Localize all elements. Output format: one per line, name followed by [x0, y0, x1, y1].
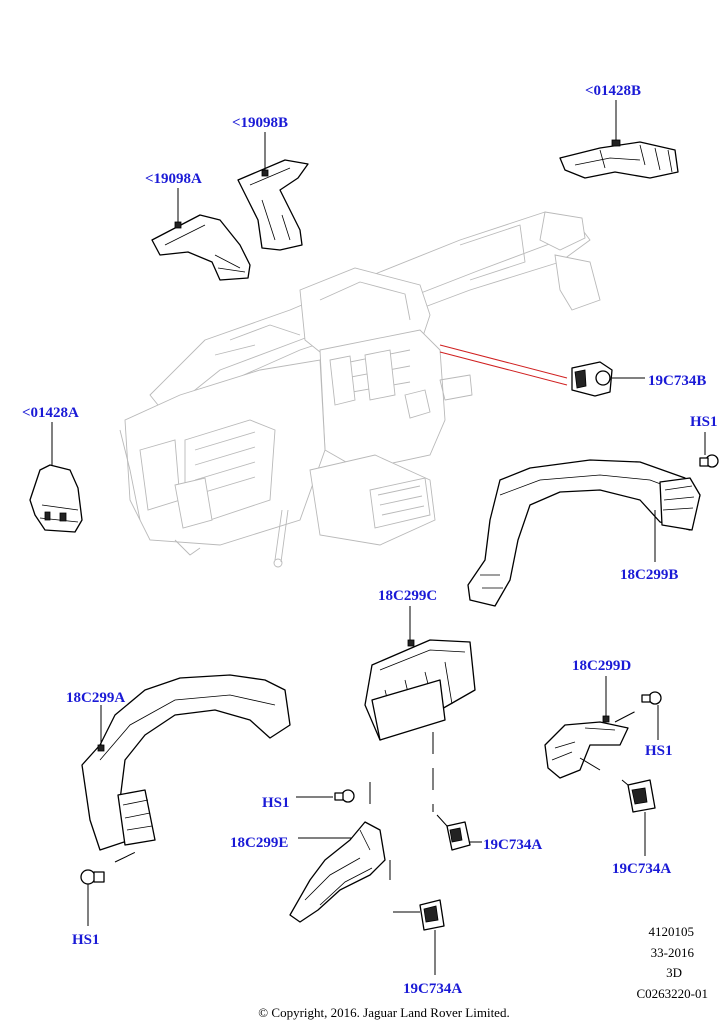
- floor-duct-18c299b[interactable]: [467, 459, 701, 607]
- defroster-duct-19098a[interactable]: [151, 188, 251, 281]
- defroster-duct-19098b[interactable]: [237, 132, 309, 251]
- instrument-panel-assembly-ghost: [119, 211, 601, 568]
- screw-hs1-left[interactable]: [80, 869, 105, 926]
- rear-duct-18c299d[interactable]: [544, 676, 643, 779]
- screw-hs1-mid[interactable]: [296, 782, 371, 815]
- reference-code-3: C0263220-01: [637, 986, 709, 1001]
- callout-19c734a-right[interactable]: 19C734A: [612, 861, 671, 877]
- callout-19c734b[interactable]: 19C734B: [648, 373, 706, 389]
- copyright-notice: © Copyright, 2016. Jaguar Land Rover Lim…: [258, 1005, 509, 1020]
- callout-hs1-d[interactable]: HS1: [645, 743, 673, 759]
- callout-18c299e[interactable]: 18C299E: [230, 835, 288, 851]
- reference-view: 3D: [666, 965, 682, 980]
- callout-19098a[interactable]: <19098A: [145, 171, 202, 187]
- vent-duct-01428a[interactable]: [29, 422, 83, 533]
- reference-code-2: 33-2016: [651, 945, 695, 960]
- callout-18c299c[interactable]: 18C299C: [378, 588, 437, 604]
- callout-01428a[interactable]: <01428A: [22, 405, 79, 421]
- actuator-19c734a-bottom[interactable]: [419, 899, 445, 975]
- callout-19098b[interactable]: <19098B: [232, 115, 288, 131]
- callout-hs1-right[interactable]: HS1: [690, 414, 718, 430]
- floor-duct-18c299a[interactable]: [81, 674, 291, 863]
- callout-18c299d[interactable]: 18C299D: [572, 658, 631, 674]
- callout-18c299b[interactable]: 18C299B: [620, 567, 678, 583]
- callout-hs1-left[interactable]: HS1: [72, 932, 100, 948]
- floor-duct-18c299e[interactable]: [289, 821, 420, 923]
- center-duct-18c299c[interactable]: [364, 606, 476, 812]
- vent-duct-01428b[interactable]: [559, 100, 679, 179]
- callout-01428b[interactable]: <01428B: [585, 83, 641, 99]
- reference-code-1: 4120105: [649, 924, 695, 939]
- callout-19c734a-mid[interactable]: 19C734A: [483, 837, 542, 853]
- callout-19c734a-bottom[interactable]: 19C734A: [403, 981, 462, 997]
- actuator-19c734a-right[interactable]: [621, 779, 656, 856]
- actuator-19c734a-mid[interactable]: [436, 814, 482, 851]
- callout-hs1-mid[interactable]: HS1: [262, 795, 290, 811]
- screw-hs1-d[interactable]: [641, 691, 662, 740]
- screw-hs1-right[interactable]: [699, 432, 719, 468]
- actuator-19c734b[interactable]: [571, 361, 645, 397]
- callout-18c299a[interactable]: 18C299A: [66, 690, 125, 706]
